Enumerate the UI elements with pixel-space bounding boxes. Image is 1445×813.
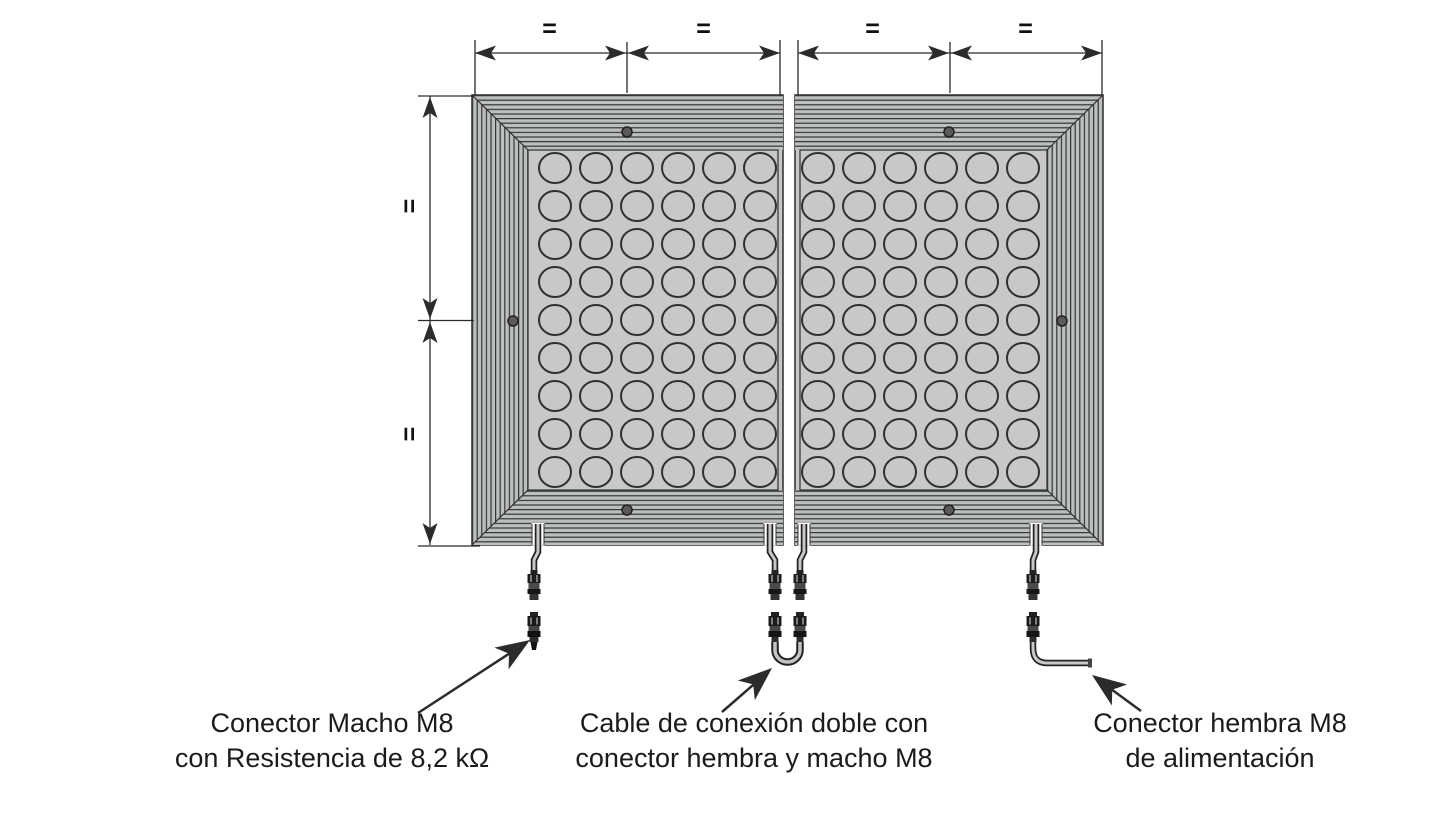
right-mat-side-ramp [1047, 95, 1103, 545]
right-mat-panel [794, 94, 1104, 546]
screw-icon [621, 126, 633, 138]
right-mat-bumps [801, 151, 1041, 489]
left-mat-top-ramp [472, 95, 783, 150]
left-mat-side-ramp [472, 95, 528, 545]
equal-width-label-2: = [696, 15, 712, 43]
leader-arrows [417, 640, 1142, 715]
male-plug-icon [527, 570, 541, 600]
terminator-plug-m8 [527, 612, 541, 650]
callout-line: de alimentación [1125, 743, 1315, 773]
callout-line: conector hembra y macho M8 [575, 743, 933, 773]
left-dimension [418, 95, 480, 547]
equal-height-label-1: = [394, 198, 423, 215]
power-supply-connector [1026, 612, 1092, 668]
callout-power-connector: Conector hembra M8 de alimentación [1093, 706, 1347, 776]
screw-icon [943, 126, 955, 138]
male-plug-icon [768, 570, 782, 600]
double-connection-cable [768, 612, 807, 666]
right-mat-bottom-ramp [795, 490, 1103, 545]
left-mat-bumps [535, 151, 780, 489]
leader-arrowhead [1092, 675, 1128, 706]
leader-arrowhead [737, 668, 772, 701]
top-dimension [474, 40, 1103, 95]
left-mat-panel [471, 94, 784, 546]
leader-arrowhead [494, 640, 530, 670]
left-mat-bottom-ramp [472, 490, 783, 545]
equal-width-label-1: = [542, 15, 558, 43]
dimension-arrowheads [422, 97, 438, 544]
screw-icon [1056, 315, 1068, 327]
right-mat-top-ramp [795, 95, 1103, 150]
callout-line: Cable de conexión doble con [579, 708, 929, 738]
screw-icon [621, 504, 633, 516]
equal-width-label-4: = [1018, 15, 1034, 43]
male-plug-icon [793, 570, 807, 600]
callout-male-connector: Conector Macho M8 con Resistencia de 8,2… [175, 706, 489, 776]
male-plug-icon [1026, 570, 1040, 600]
callout-double-cable: Cable de conexión doble con conector hem… [575, 706, 932, 776]
equal-width-label-3: = [865, 15, 881, 43]
equal-height-label-2: = [394, 426, 423, 443]
callout-line: Conector hembra M8 [1093, 708, 1347, 738]
screw-icon [943, 504, 955, 516]
callout-line: con Resistencia de 8,2 kΩ [174, 743, 490, 773]
callout-line: Conector Macho M8 [210, 708, 454, 738]
mat-tail-cables [530, 524, 1040, 572]
dimension-arrowheads [475, 45, 1102, 61]
screw-icon [507, 315, 519, 327]
